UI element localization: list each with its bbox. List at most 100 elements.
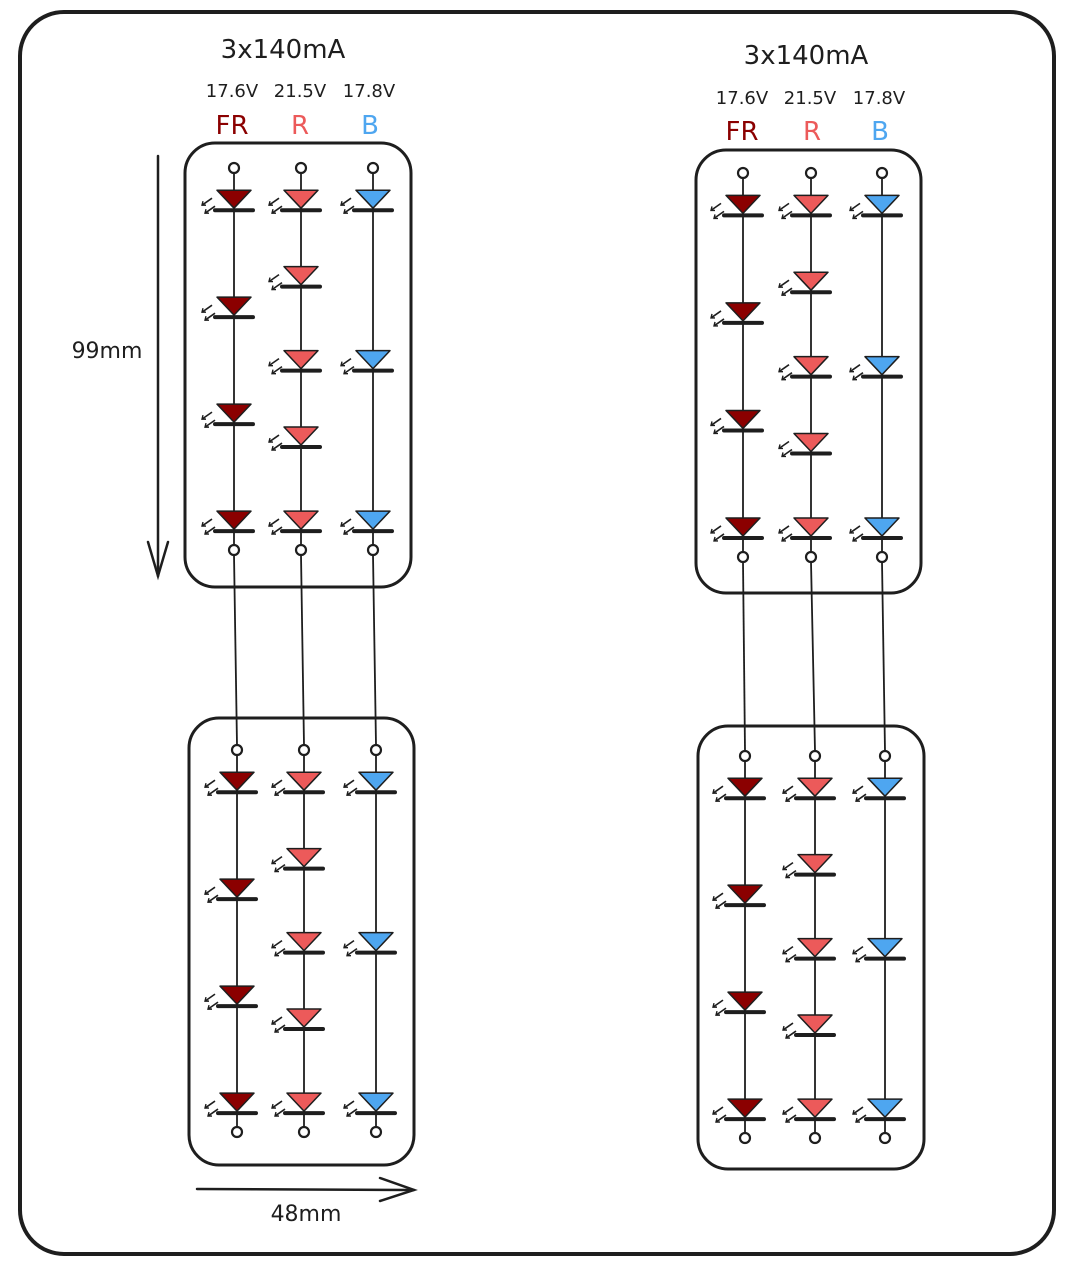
- terminal-icon: [297, 1125, 311, 1139]
- led-b-icon: [849, 355, 903, 381]
- terminal-icon: [230, 743, 244, 757]
- led-r-icon: [268, 265, 322, 291]
- led-fr-icon: [204, 985, 258, 1010]
- interconnect-wire-2-1: [742, 561, 746, 752]
- interconnect-wire-1-3: [372, 554, 377, 746]
- terminal-icon: [227, 161, 241, 175]
- led-boards: [183, 141, 926, 1171]
- led-fr-icon: [712, 991, 766, 1016]
- group-2-channel-b-label: B: [871, 117, 889, 147]
- led-b-icon: [343, 1092, 397, 1117]
- terminal-icon: [369, 1125, 383, 1139]
- terminal-icon: [294, 543, 308, 557]
- led-fr-icon: [204, 878, 258, 903]
- led-fr-icon: [710, 302, 764, 327]
- group-2-channel-fr-label: FR: [725, 117, 758, 147]
- terminal-icon: [369, 743, 383, 757]
- terminal-icon: [297, 743, 311, 757]
- led-b-icon: [852, 777, 906, 802]
- terminal-icon: [366, 543, 380, 557]
- led-fr-icon: [712, 884, 766, 909]
- led-r-icon: [778, 194, 832, 220]
- led-b-icon: [343, 931, 397, 957]
- group-1-channel-b-label: B: [361, 111, 379, 141]
- led-b-icon: [340, 349, 394, 375]
- group-1-channel-r-label: R: [291, 111, 309, 141]
- group-2-voltage-fr: 17.6V: [716, 88, 769, 109]
- led-r-icon: [782, 1014, 836, 1039]
- width-dimension-arrow: [195, 1176, 418, 1203]
- led-r-icon: [778, 432, 832, 458]
- led-fr-icon: [712, 777, 766, 802]
- terminal-icon: [736, 166, 750, 180]
- terminal-icon: [875, 166, 889, 180]
- group-1-current-label: 3x140mA: [221, 35, 346, 65]
- led-b-icon: [852, 937, 906, 963]
- terminal-icon: [804, 166, 818, 180]
- led-r-icon: [782, 777, 836, 802]
- board-1-1-outline: [183, 141, 413, 589]
- terminal-icon: [366, 161, 380, 175]
- board-2-2: [696, 724, 926, 1171]
- group-2-voltage-b: 17.8V: [853, 88, 906, 109]
- terminal-icon: [808, 749, 822, 763]
- led-r-icon: [271, 1008, 325, 1033]
- led-r-icon: [782, 853, 836, 879]
- led-fr-icon: [201, 189, 255, 214]
- terminal-icon: [878, 1131, 892, 1145]
- led-fr-icon: [201, 510, 255, 535]
- led-b-icon: [849, 517, 903, 542]
- terminal-icon: [294, 161, 308, 175]
- board-1-2-outline: [187, 716, 416, 1167]
- terminal-icon: [808, 1131, 822, 1145]
- led-r-icon: [271, 771, 325, 796]
- led-r-icon: [268, 426, 322, 451]
- group-1-voltage-fr: 17.6V: [206, 81, 259, 102]
- led-fr-icon: [201, 403, 255, 428]
- board-2-2-outline: [696, 724, 926, 1171]
- led-fr-icon: [712, 1098, 766, 1123]
- height-dimension-label: 99mm: [72, 339, 143, 364]
- led-r-icon: [778, 517, 832, 542]
- terminal-icon: [875, 550, 889, 564]
- led-b-icon: [343, 771, 397, 796]
- interconnect-wire-1-1: [233, 554, 238, 746]
- group-1-channel-fr-label: FR: [215, 111, 248, 141]
- led-fr-icon: [710, 517, 764, 542]
- group-2-channel-r-label: R: [803, 117, 821, 147]
- led-r-icon: [778, 271, 832, 296]
- board-2-1-outline: [694, 148, 923, 595]
- led-r-icon: [271, 931, 325, 957]
- interconnect-wire-2-3: [881, 561, 886, 752]
- width-dimension-label: 48mm: [271, 1202, 342, 1227]
- board-1-1: [183, 141, 413, 589]
- outer-frame: [18, 10, 1056, 1256]
- group-2-voltage-r: 21.5V: [784, 88, 837, 109]
- led-b-icon: [849, 194, 903, 220]
- led-r-icon: [271, 847, 325, 873]
- board-2-1: [694, 148, 923, 595]
- group-1-voltage-r: 21.5V: [274, 81, 327, 102]
- led-r-icon: [268, 189, 322, 214]
- terminal-icon: [738, 1131, 752, 1145]
- terminal-icon: [227, 543, 241, 557]
- led-fr-icon: [204, 1092, 258, 1117]
- group-2-current-label: 3x140mA: [744, 41, 869, 71]
- led-fr-icon: [710, 409, 764, 435]
- board-1-2: [187, 716, 416, 1167]
- led-b-icon: [340, 189, 394, 214]
- led-r-icon: [268, 510, 322, 535]
- group-1-voltage-b: 17.8V: [343, 81, 396, 102]
- terminal-icon: [230, 1125, 244, 1139]
- interconnect-wire-1-2: [300, 554, 305, 746]
- height-dimension-arrow: [146, 154, 170, 581]
- interconnect-wire-2-2: [810, 561, 816, 752]
- led-fr-icon: [204, 771, 258, 796]
- terminal-icon: [736, 550, 750, 564]
- terminal-icon: [804, 550, 818, 564]
- led-r-icon: [268, 349, 322, 375]
- led-b-icon: [340, 510, 394, 535]
- led-fr-icon: [710, 194, 764, 220]
- led-fr-icon: [201, 296, 255, 321]
